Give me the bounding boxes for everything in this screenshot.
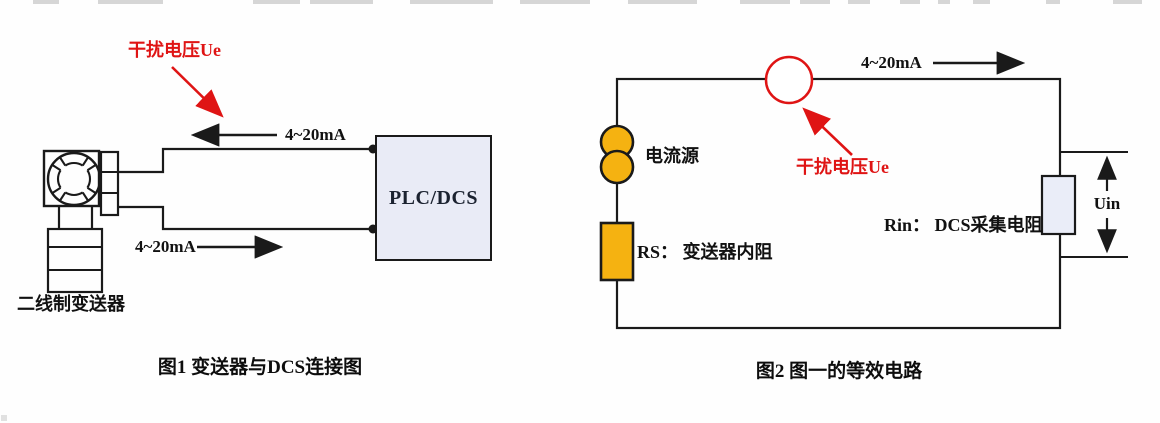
fig1-top-wire	[118, 147, 375, 174]
fig2-current-label: 4~20mA	[861, 53, 922, 72]
rs-resistor	[599, 221, 635, 282]
rin-resistor-label: Rin： DCS采集电阻	[884, 215, 1043, 235]
top-edge-artifact	[520, 0, 590, 4]
fig1-current-label-bottom: 4~20mA	[135, 237, 196, 256]
top-edge-artifact	[900, 0, 920, 4]
interference-voltage-circle-icon	[764, 55, 814, 105]
transmitter-label: 二线制变送器	[17, 294, 125, 314]
top-edge-artifact	[310, 0, 373, 4]
current-source-label: 电流源	[645, 146, 699, 166]
transmitter-dial-circle	[46, 151, 102, 207]
fig2-interference-label: 干扰电压Ue	[796, 157, 889, 177]
fig1-interference-arrow	[171, 66, 224, 118]
bottom-edge-artifact	[1, 415, 7, 421]
top-edge-artifact	[253, 0, 300, 4]
transmitter-body	[46, 227, 104, 294]
transmitter-neck-lines	[57, 205, 94, 229]
fig1-caption: 图1 变送器与DCS连接图	[157, 357, 363, 378]
top-edge-artifact	[1046, 0, 1060, 4]
terminal-block-dividers	[101, 171, 118, 194]
fig2-interference-arrow	[802, 107, 853, 156]
transmitter-body-dividers	[48, 246, 102, 271]
fig2-caption: 图2 图一的等效电路	[755, 361, 923, 382]
top-edge-artifact	[848, 0, 870, 4]
fig1-interference-label: 干扰电压Ue	[128, 40, 221, 60]
rs-resistor-label: RS： 变送器内阻	[637, 242, 773, 262]
plc-dcs-box: PLC/DCS	[375, 135, 492, 261]
fig2-circuit-loop	[615, 77, 1062, 330]
fig1-bottom-wire	[118, 205, 375, 231]
uin-label: Uin	[1093, 194, 1121, 213]
fig1-current-label-top: 4~20mA	[285, 125, 346, 144]
top-edge-artifact	[410, 0, 493, 4]
current-source-bottom-circle	[599, 149, 635, 185]
top-edge-artifact	[33, 0, 59, 4]
fig2-uin-tick-lines	[1060, 151, 1128, 258]
top-edge-artifact	[628, 0, 697, 4]
transmitter-dial-pattern	[51, 156, 97, 202]
transmitter-terminal-block	[99, 150, 120, 217]
current-source-icon	[599, 124, 635, 185]
top-edge-artifact	[740, 0, 790, 4]
transmitter-symbol-icon	[42, 149, 120, 294]
top-edge-artifact	[98, 0, 163, 4]
top-edge-artifact	[1113, 0, 1142, 4]
top-edge-artifact	[973, 0, 990, 4]
top-edge-artifact	[800, 0, 830, 4]
rin-resistor	[1040, 174, 1077, 236]
plc-dcs-label: PLC/DCS	[388, 186, 479, 209]
top-edge-artifact	[938, 0, 950, 4]
